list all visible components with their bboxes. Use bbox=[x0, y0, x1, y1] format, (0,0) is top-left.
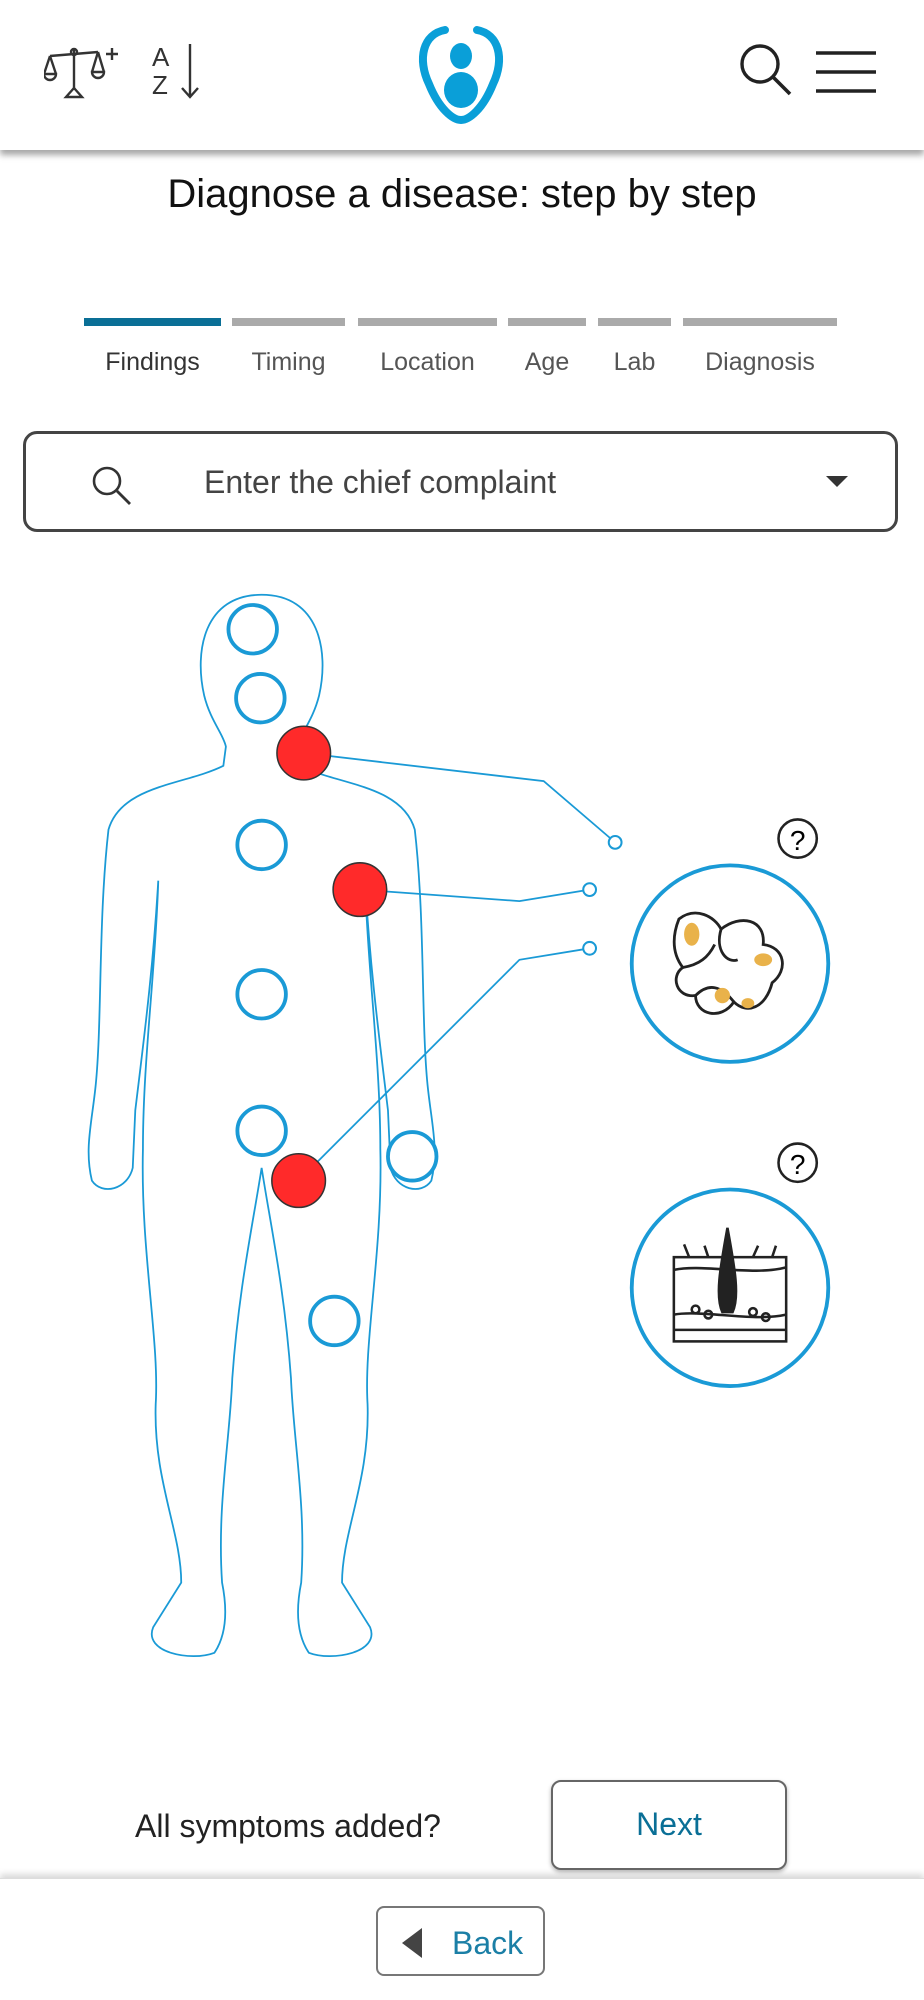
step-label: Diagnosis bbox=[705, 348, 815, 376]
menu-icon[interactable] bbox=[816, 50, 876, 94]
help-icon[interactable]: ? bbox=[777, 818, 819, 859]
help-icon[interactable]: ? bbox=[777, 1142, 819, 1184]
search-placeholder: Enter the chief complaint bbox=[204, 464, 557, 500]
step-label: Location bbox=[380, 348, 475, 376]
chief-complaint-search[interactable]: Enter the chief complaint bbox=[23, 431, 898, 532]
sort-letter-z: Z bbox=[152, 70, 168, 100]
cell-tissue-button[interactable] bbox=[629, 863, 831, 1064]
help-label: ? bbox=[790, 825, 806, 856]
logo[interactable] bbox=[415, 24, 507, 124]
back-label: Back bbox=[452, 1925, 524, 1961]
step-label: Lab bbox=[613, 348, 656, 376]
sort-az-icon[interactable]: A Z bbox=[150, 42, 206, 102]
connector-end bbox=[607, 834, 623, 850]
step-location[interactable]: Location bbox=[358, 318, 497, 376]
cells-icon bbox=[672, 911, 784, 1015]
chevron-down-icon[interactable] bbox=[826, 476, 848, 488]
connector-line bbox=[298, 947, 590, 1182]
step-timing[interactable]: Timing bbox=[232, 318, 345, 376]
bottom-bar: Back bbox=[0, 1878, 924, 2000]
selected-hotspot-groin[interactable] bbox=[271, 1153, 327, 1209]
hotspot-face[interactable] bbox=[234, 672, 287, 725]
back-button[interactable]: Back bbox=[376, 1906, 545, 1976]
hotspot-abdomen[interactable] bbox=[235, 968, 288, 1021]
search-icon[interactable] bbox=[738, 42, 796, 98]
arrow-down-icon bbox=[181, 44, 199, 99]
hotspot-chest[interactable] bbox=[235, 818, 288, 872]
hotspot-knee[interactable] bbox=[308, 1294, 361, 1348]
hotspot-head[interactable] bbox=[226, 603, 279, 656]
sort-letter-a: A bbox=[152, 42, 170, 72]
selected-hotspot-neck[interactable] bbox=[276, 725, 332, 781]
step-diagnosis[interactable]: Diagnosis bbox=[683, 318, 837, 376]
next-button[interactable]: Next bbox=[551, 1780, 787, 1870]
hotspot-hand[interactable] bbox=[386, 1130, 439, 1183]
connector-end bbox=[582, 940, 598, 956]
connector-end bbox=[582, 882, 598, 898]
compare-scale-icon[interactable] bbox=[44, 42, 126, 102]
step-label: Findings bbox=[105, 348, 200, 376]
all-symptoms-prompt: All symptoms added? bbox=[135, 1808, 441, 1844]
step-lab[interactable]: Lab bbox=[598, 318, 671, 376]
step-findings[interactable]: Findings bbox=[84, 318, 221, 376]
body-outline bbox=[87, 593, 436, 1658]
back-arrow-icon bbox=[402, 1928, 422, 1958]
skin-tissue-button[interactable] bbox=[629, 1187, 831, 1388]
skin-layers-icon bbox=[672, 1227, 788, 1343]
help-label: ? bbox=[790, 1149, 806, 1180]
step-age[interactable]: Age bbox=[508, 318, 586, 376]
search-icon bbox=[92, 466, 131, 505]
app-header: A Z bbox=[0, 0, 924, 150]
connector-line bbox=[359, 888, 590, 902]
step-label: Timing bbox=[251, 348, 326, 376]
step-label: Age bbox=[524, 348, 570, 376]
selected-hotspot-arm[interactable] bbox=[332, 862, 388, 918]
page-title: Diagnose a disease: step by step bbox=[167, 172, 757, 216]
connector-line bbox=[303, 752, 616, 844]
hotspot-pelvis[interactable] bbox=[235, 1104, 288, 1157]
